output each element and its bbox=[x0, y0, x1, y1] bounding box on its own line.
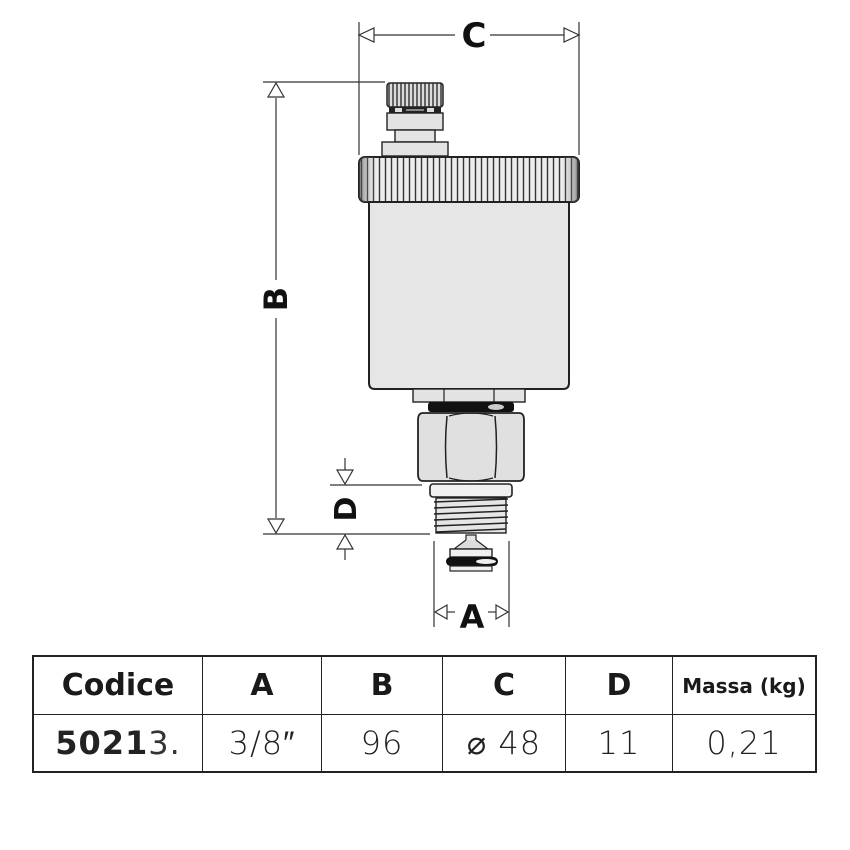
thread bbox=[433, 497, 509, 534]
dimension-b-label: B bbox=[257, 287, 295, 311]
cell-codice: 50213. bbox=[32, 714, 203, 773]
dimension-a-label: A bbox=[460, 598, 485, 636]
header-c: C bbox=[442, 655, 566, 715]
dimension-c: C bbox=[357, 16, 581, 155]
header-b: B bbox=[321, 655, 443, 715]
cell-b: 96 bbox=[321, 714, 443, 773]
table-row: 50213. 3/8″ 96 ⌀ 48 11 0,21 bbox=[32, 714, 817, 773]
cell-a: 3/8″ bbox=[202, 714, 322, 773]
cell-massa: 0,21 bbox=[672, 714, 817, 773]
table-header-row: Codice A B C D Massa (kg) bbox=[32, 655, 817, 715]
hex-nut bbox=[417, 412, 525, 482]
header-codice: Codice bbox=[32, 655, 203, 715]
dimension-a: A bbox=[433, 541, 510, 636]
dimension-d: D bbox=[329, 458, 422, 560]
header-massa: Massa (kg) bbox=[672, 655, 817, 715]
air-vent-valve bbox=[358, 82, 580, 572]
dimension-d-label: D bbox=[329, 497, 364, 522]
code-light-part: 3. bbox=[148, 724, 181, 762]
code-bold-part: 5021 bbox=[55, 724, 149, 762]
cell-d: 11 bbox=[565, 714, 673, 773]
vent-cap-knurled bbox=[386, 82, 444, 108]
cell-c: ⌀ 48 bbox=[442, 714, 566, 773]
dimension-b: B bbox=[257, 81, 430, 535]
header-a: A bbox=[202, 655, 322, 715]
technical-drawing: C B D A bbox=[257, 16, 581, 636]
dimension-c-label: C bbox=[462, 16, 487, 56]
spec-table: Codice A B C D Massa (kg) 50213. 3/8″ 96… bbox=[32, 655, 817, 773]
valve-body bbox=[368, 201, 570, 390]
header-d: D bbox=[565, 655, 673, 715]
